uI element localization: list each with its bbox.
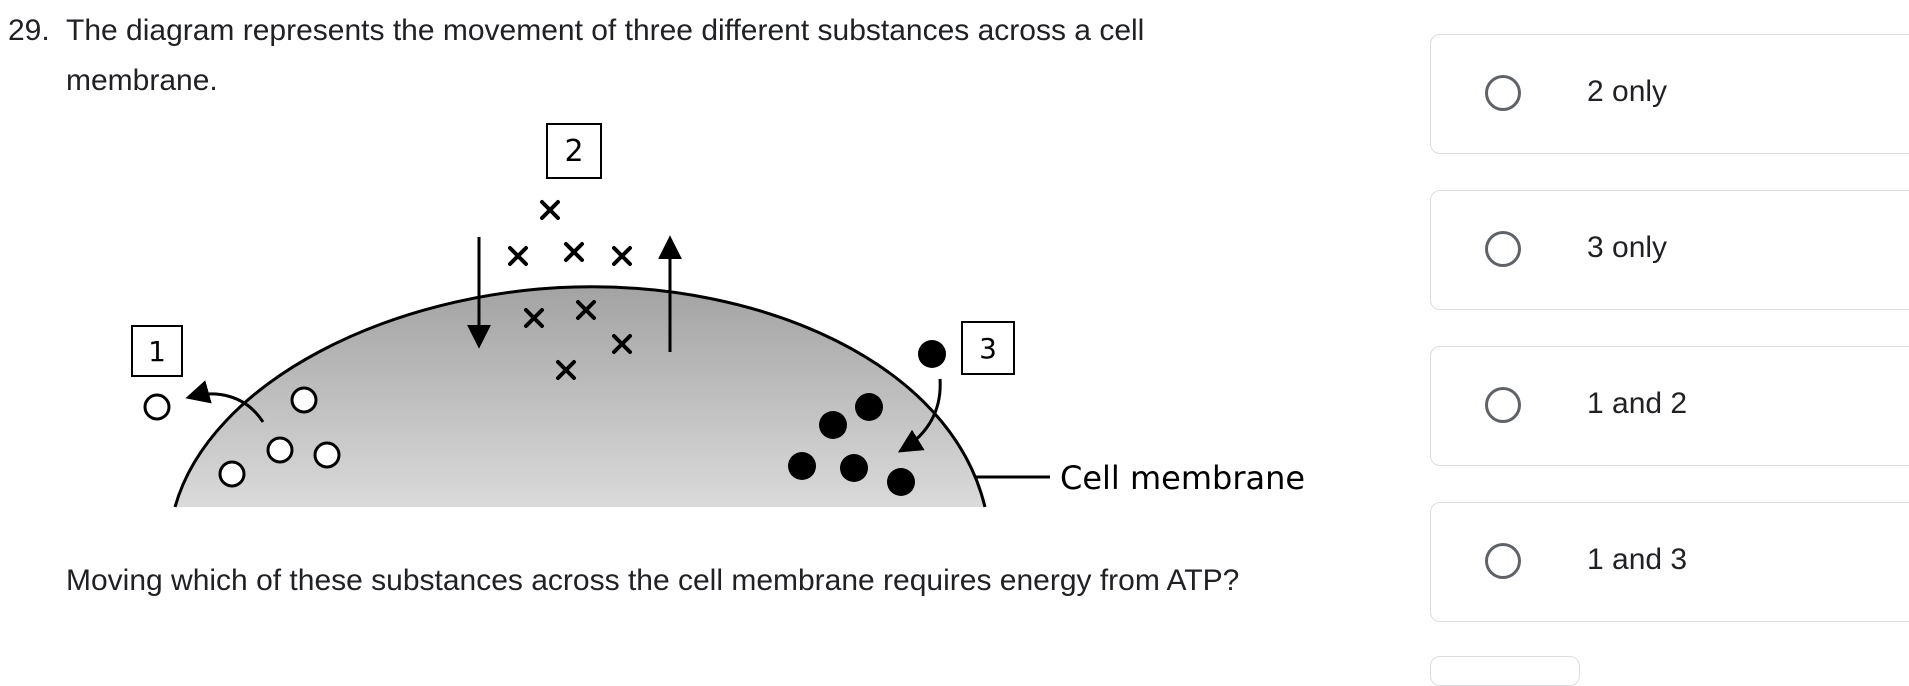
cell-membrane-line	[173, 285, 987, 508]
label-1-text: 1	[148, 335, 166, 368]
question-text: The diagram represents the movement of t…	[66, 14, 1145, 97]
substance-2-arrows	[467, 235, 682, 352]
label-box-2: 2	[546, 123, 602, 179]
cell-body	[175, 286, 985, 507]
option-3-only[interactable]: 3 only	[1430, 190, 1909, 310]
option-1-and-3[interactable]: 1 and 3	[1430, 502, 1909, 622]
membrane-label: Cell membrane	[1060, 459, 1305, 497]
substance-1-particles	[143, 386, 341, 488]
question-panel: 29. The diagram represents the movement …	[8, 14, 1320, 597]
substance-1-arrow	[185, 380, 265, 423]
substance-3-arrow	[897, 378, 942, 453]
partial-bottom-button[interactable]	[1430, 656, 1580, 686]
diagram-svg: 1 2 3 Cell membrane	[131, 123, 1305, 508]
cell-membrane-diagram: 1 2 3 Cell membrane	[120, 112, 1320, 512]
option-label: 3 only	[1587, 231, 1668, 264]
radio-circle-icon[interactable]	[1485, 543, 1521, 579]
option-1-and-2[interactable]: 1 and 2	[1430, 346, 1909, 466]
label-2-text: 2	[564, 134, 583, 169]
radio-circle-icon[interactable]	[1485, 231, 1521, 267]
question-number: 29.	[8, 14, 50, 47]
radio-circle-icon[interactable]	[1485, 75, 1521, 111]
label-box-1: 1	[131, 325, 183, 377]
option-label: 2 only	[1587, 75, 1668, 108]
option-2-only[interactable]: 2 only	[1430, 34, 1909, 154]
question-prompt: Moving which of these substances across …	[66, 564, 1240, 597]
answer-options: 2 only 3 only 1 and 2 1 and 3	[1430, 34, 1909, 666]
label-3-text: 3	[979, 332, 997, 365]
substance-3-particles	[788, 340, 946, 496]
option-label: 1 and 3	[1587, 543, 1688, 576]
label-box-3: 3	[961, 321, 1015, 375]
option-label: 1 and 2	[1587, 387, 1688, 420]
radio-circle-icon[interactable]	[1485, 387, 1521, 423]
substance-2-particles	[508, 200, 632, 380]
